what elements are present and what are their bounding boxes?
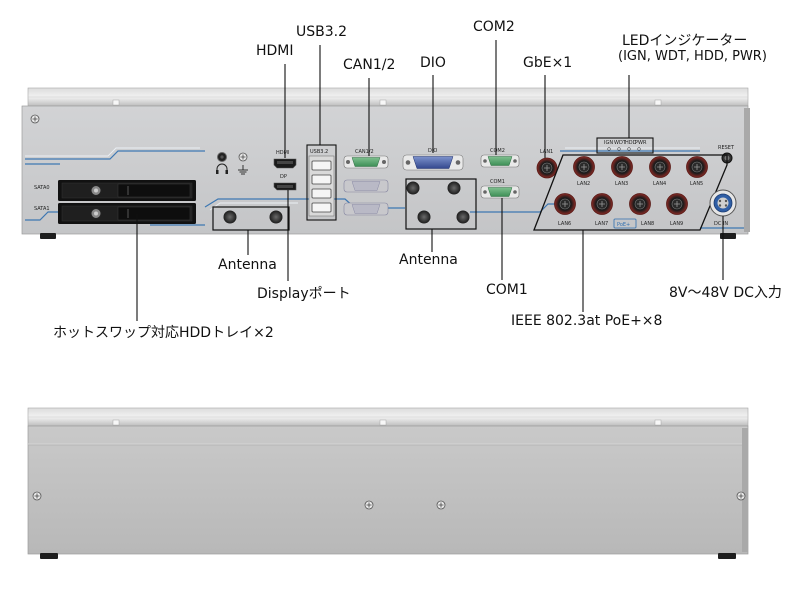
- callout-com2: COM2: [473, 19, 515, 35]
- audio-jack[interactable]: [217, 152, 227, 162]
- callout-led-title: LEDインジケーター: [622, 33, 748, 49]
- blank-port-cover: [343, 179, 389, 216]
- screw-icon: [364, 500, 374, 510]
- callout-can12: CAN1/2: [343, 57, 396, 73]
- callout-poe: IEEE 802.3at PoE+×8: [511, 313, 663, 329]
- com2-port[interactable]: [480, 154, 520, 168]
- lan1-port[interactable]: [536, 157, 558, 179]
- lan2-silk: LAN2: [577, 181, 590, 187]
- reset-silk: RESET: [718, 145, 735, 151]
- dio-silk: DIO: [428, 148, 437, 154]
- com2-silk: COM2: [490, 148, 505, 154]
- callout-gbe: GbE×1: [523, 55, 573, 71]
- screw-icon: [436, 500, 446, 510]
- lan-port-row-top[interactable]: [573, 156, 708, 178]
- sata1-label: SATA1: [34, 206, 50, 212]
- led-wdt-silk: WDT: [614, 140, 627, 146]
- dp-silk: DP: [280, 174, 287, 180]
- lan5-silk: LAN5: [690, 181, 703, 187]
- com1-silk: COM1: [490, 179, 505, 185]
- poe-silk: PoE+: [617, 222, 630, 228]
- antenna-connectors-left[interactable]: [212, 206, 290, 231]
- led-hdd-silk: HDD: [625, 140, 637, 146]
- dcin-silk: DC IN: [714, 221, 728, 227]
- hdmi-silk: HDMI: [276, 150, 289, 156]
- lan4-silk: LAN4: [653, 181, 666, 187]
- displayport-port[interactable]: [273, 182, 297, 191]
- rear-view: [27, 407, 749, 559]
- can-port[interactable]: [343, 155, 389, 169]
- callout-com1: COM1: [486, 282, 528, 298]
- dio-port[interactable]: [402, 154, 464, 171]
- panel-silkscreen: SATA0 SATA1 HDMI DP USB3.2 CAN1/2 DIO CO…: [34, 140, 735, 228]
- com1-port[interactable]: [480, 185, 520, 199]
- screw-icon: [30, 114, 40, 124]
- callout-led-sub: (IGN, WDT, HDD, PWR): [618, 49, 767, 64]
- antenna-connectors-center[interactable]: [405, 178, 477, 230]
- lan-port-row-bottom[interactable]: [554, 193, 688, 215]
- lan9-silk: LAN9: [670, 221, 683, 227]
- ground-screw[interactable]: [238, 152, 248, 162]
- front-view: [21, 40, 750, 321]
- lan1-silk: LAN1: [540, 149, 553, 155]
- dc-input-connector[interactable]: [709, 189, 737, 217]
- callout-dc: 8V〜48V DC入力: [669, 285, 782, 301]
- screw-icon: [736, 491, 746, 501]
- lan6-silk: LAN6: [558, 221, 571, 227]
- can-silk: CAN1/2: [355, 149, 374, 155]
- callout-leaders: [136, 40, 724, 321]
- callout-usb32: USB3.2: [296, 24, 348, 40]
- sata0-label: SATA0: [34, 185, 50, 191]
- hdd-tray-sata1[interactable]: [58, 203, 196, 224]
- led-pwr-silk: PWR: [635, 140, 647, 146]
- lan8-silk: LAN8: [641, 221, 654, 227]
- usb-silk: USB3.2: [310, 149, 328, 155]
- lan7-silk: LAN7: [595, 221, 608, 227]
- hdd-tray-sata0[interactable]: [58, 180, 196, 201]
- usb-port-stack[interactable]: [308, 155, 335, 217]
- hdmi-port[interactable]: [273, 158, 297, 169]
- led-indicators: [596, 137, 654, 154]
- callout-dio: DIO: [420, 55, 446, 71]
- headphone-icon: [216, 163, 228, 174]
- callout-antenna-left: Antenna: [218, 257, 277, 273]
- callout-hotswap: ホットスワップ対応HDDトレイ×2: [53, 325, 274, 341]
- lan3-silk: LAN3: [615, 181, 628, 187]
- ground-icon: [238, 165, 248, 175]
- callout-antenna-center: Antenna: [399, 252, 458, 268]
- screw-icon: [32, 491, 42, 501]
- callout-displayport: Displayポート: [257, 286, 351, 302]
- led-ign-silk: IGN: [604, 140, 613, 146]
- callout-hdmi: HDMI: [256, 43, 294, 59]
